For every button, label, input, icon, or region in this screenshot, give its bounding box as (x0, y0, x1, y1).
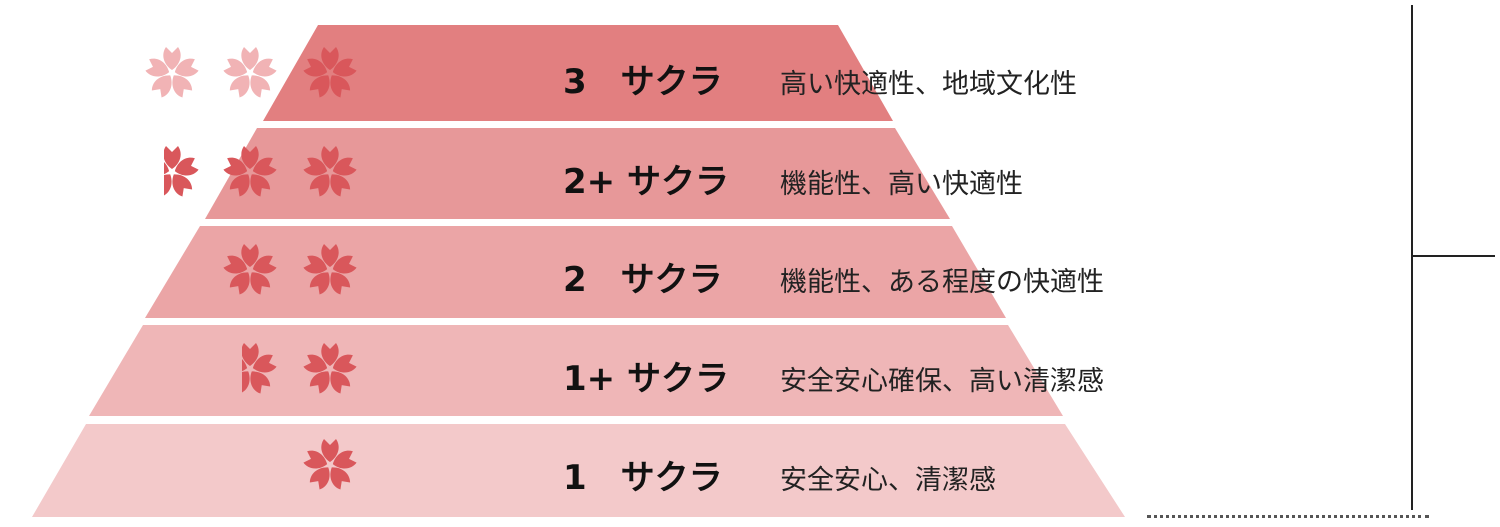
dotted-baseline (1147, 515, 1429, 518)
bracket-horizontal-line (1411, 255, 1495, 257)
tier-1-description: 安全安心、清潔感 (780, 465, 996, 496)
tier-3-description: 高い快適性、地域文化性 (780, 69, 1077, 100)
sakura-flower-icon-t1-s2 (164, 146, 199, 197)
tier-band-0 (263, 25, 893, 121)
tier-band-1 (205, 128, 950, 219)
tier-band-4 (32, 424, 1125, 517)
tier-1plus-label: 1+ サクラ (563, 359, 729, 399)
sakura-flower-icon-t1-s1 (223, 146, 277, 197)
tier-2plus-description: 機能性、高い快適性 (780, 169, 1023, 200)
sakura-flower-icon-t1-s0 (303, 146, 357, 197)
tier-2-label: 2 サクラ (563, 260, 723, 300)
tier-3-label: 3 サクラ (563, 62, 723, 102)
sakura-flower-icon-t2-s0 (303, 244, 357, 295)
bracket-vertical-line (1411, 5, 1413, 510)
tier-2-description: 機能性、ある程度の快適性 (780, 267, 1104, 298)
tier-band-2 (145, 226, 1006, 318)
tier-1plus-description: 安全安心確保、高い清潔感 (780, 366, 1104, 397)
sakura-flower-icon-t4-s0 (303, 439, 357, 490)
tier-2plus-label: 2+ サクラ (563, 162, 729, 202)
tier-1-label: 1 サクラ (563, 458, 723, 498)
sakura-flower-icon-t0-s1 (223, 47, 277, 98)
sakura-flower-icon-t0-s2 (145, 47, 199, 98)
sakura-flower-icon-t3-s1 (242, 343, 277, 394)
sakura-flower-icon-t3-s0 (303, 343, 357, 394)
sakura-flower-icon-t0-s0 (303, 47, 357, 98)
sakura-flower-icon-t2-s1 (223, 244, 277, 295)
